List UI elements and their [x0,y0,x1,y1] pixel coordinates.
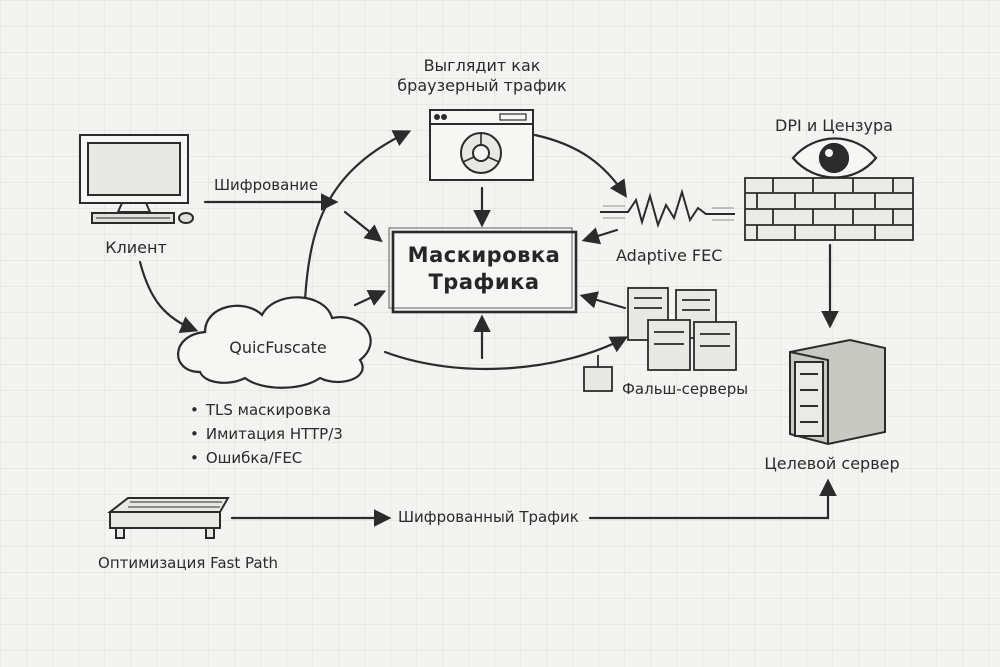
quic-label: QuicFuscate [229,338,327,357]
arrow-client-quic [138,260,199,333]
browser-label-line1: Выглядит как [423,56,541,75]
arrow-diag-center [343,210,383,243]
center-box [388,227,578,314]
features-list: TLS маскировка Имитация HTTP/3 Ошибка/FE… [190,398,343,470]
feature-item: Ошибка/FEC [190,446,343,470]
browser-traffic-label: Выглядит как браузерный трафик [397,56,566,96]
fec-label: Adaptive FEC [616,246,723,265]
center-title-line2: Трафика [428,270,540,294]
center-title-line1: Маскировка [407,242,561,267]
arrow-quic-center [353,289,387,307]
arrow-servers-center [579,291,627,310]
fec-waveform-icon [600,188,735,229]
arrow-quic-servers [383,336,629,371]
target-server-label: Целевой сервер [764,454,900,473]
arrow-browser-fec [533,133,627,198]
browser-label-line2: браузерный трафик [397,76,567,95]
fake-servers-label: Фальш-серверы [622,380,749,398]
feature-item: Имитация HTTP/3 [190,422,343,446]
fake-servers-icon [583,287,737,392]
arrow-fec-center [581,227,619,245]
arrow-quic-browser [303,130,412,302]
computer-icon [79,134,194,224]
fast-path-board-icon [107,497,230,539]
dpi-label: DPI и Цензура [775,116,893,135]
arrow-to-target [588,478,837,520]
eye-icon [791,137,878,179]
cloud-icon [177,296,372,389]
target-server-icon [789,338,886,446]
encrypted-traffic-label: Шифрованный Трафик [398,508,579,526]
firewall-wall-icon [744,177,914,241]
encryption-label: Шифрование [214,176,319,194]
center-title: Маскировка Трафика [394,231,574,307]
client-label: Клиент [105,238,167,257]
browser-window-icon [429,109,534,181]
feature-item: TLS маскировка [190,398,343,422]
fastpath-label: Оптимизация Fast Path [98,554,278,572]
